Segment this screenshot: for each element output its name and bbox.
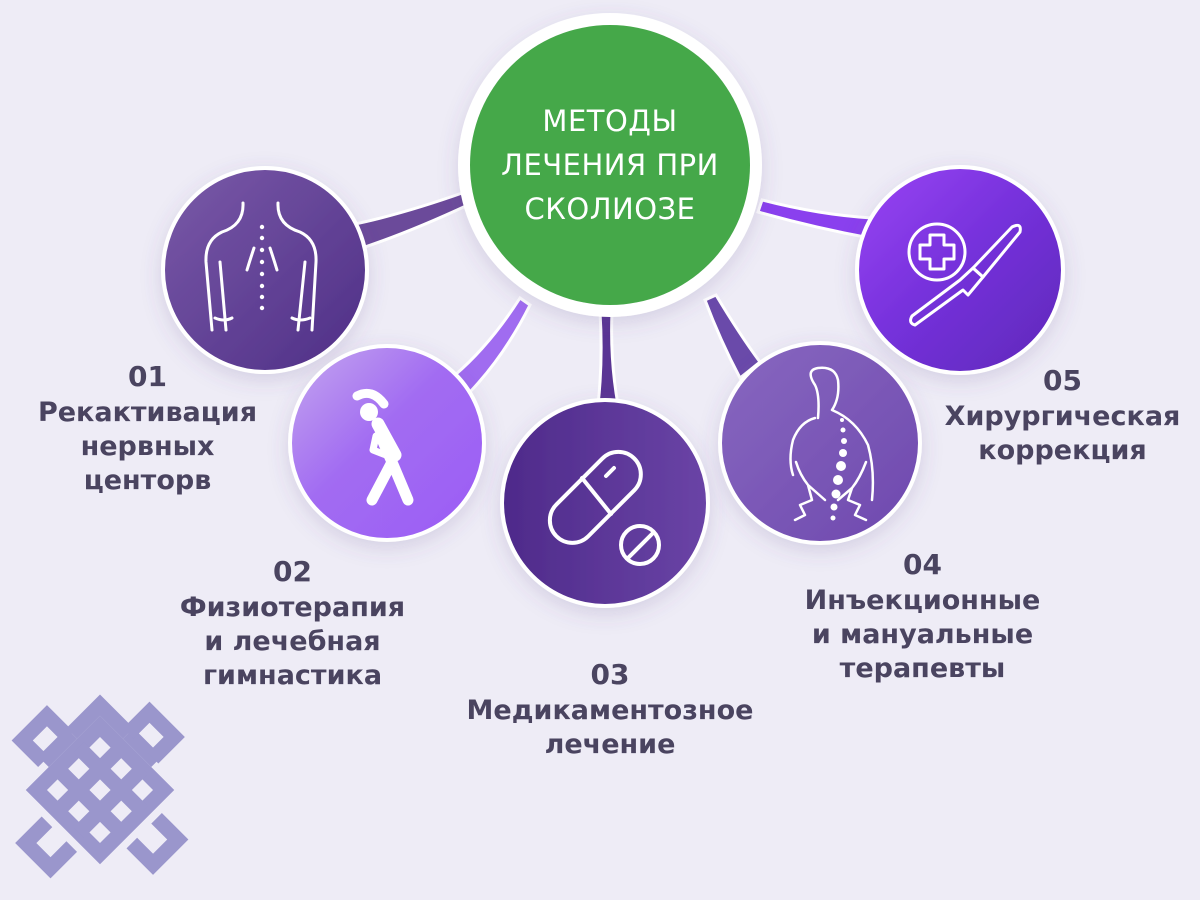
method-text-line: и лечебная xyxy=(204,626,381,657)
method-text-line: гимнастика xyxy=(202,660,383,691)
stretching-person-icon xyxy=(352,388,414,506)
method-label-01: 01 Рекактивация нервных центорв xyxy=(30,360,265,498)
method-number: 03 xyxy=(590,658,630,691)
method-text-line: Медикаментозное xyxy=(466,695,754,726)
center-title-line: МЕТОДЫ xyxy=(542,104,678,138)
method-text-line: нервных xyxy=(80,431,215,462)
stem-04 xyxy=(703,293,763,381)
method-text-line: лечение xyxy=(544,729,676,760)
connector-stems xyxy=(347,190,874,407)
stem-05 xyxy=(756,198,874,240)
method-text-line: Физиотерапия xyxy=(179,592,406,623)
method-text-line: и мануальные xyxy=(811,619,1034,650)
method-text-line: Инъекционные xyxy=(804,585,1041,616)
stem-02 xyxy=(452,295,532,395)
method-text-line: терапевты xyxy=(839,653,1006,684)
method-label-04: 04 Инъекционные и мануальные терапевты xyxy=(790,548,1055,686)
stem-03 xyxy=(596,310,620,407)
method-number: 05 xyxy=(1043,364,1082,397)
pills-icon xyxy=(547,449,661,566)
stem-01 xyxy=(347,190,470,250)
method-text-line: Рекактивация xyxy=(37,397,258,428)
method-label-05: 05 Хирургическая коррекция xyxy=(930,364,1195,468)
method-number: 02 xyxy=(273,555,312,588)
center-title-line: СКОЛИОЗЕ xyxy=(524,192,696,226)
back-spine-icon xyxy=(204,201,318,332)
method-number: 04 xyxy=(903,548,942,581)
scalpel-cross-icon xyxy=(907,222,1022,327)
method-text-line: коррекция xyxy=(978,435,1147,466)
center-title: МЕТОДЫ ЛЕЧЕНИЯ ПРИ СКОЛИОЗЕ xyxy=(460,80,760,250)
manual-therapy-icon xyxy=(789,366,875,522)
center-title-line: ЛЕЧЕНИЯ ПРИ xyxy=(501,148,719,182)
method-circle-03[interactable] xyxy=(500,398,710,608)
method-label-02: 02 Физиотерапия и лечебная гимнастика xyxy=(170,555,415,693)
method-circle-01[interactable] xyxy=(161,166,369,374)
method-circle-04[interactable] xyxy=(718,341,922,545)
center-circle xyxy=(458,13,762,317)
method-number: 01 xyxy=(128,360,167,393)
method-text-line: центорв xyxy=(83,465,212,496)
method-text-line: Хирургическая xyxy=(944,401,1181,432)
method-label-03: 03 Медикаментозное лечение xyxy=(455,658,765,762)
endless-knot-icon xyxy=(11,694,189,879)
